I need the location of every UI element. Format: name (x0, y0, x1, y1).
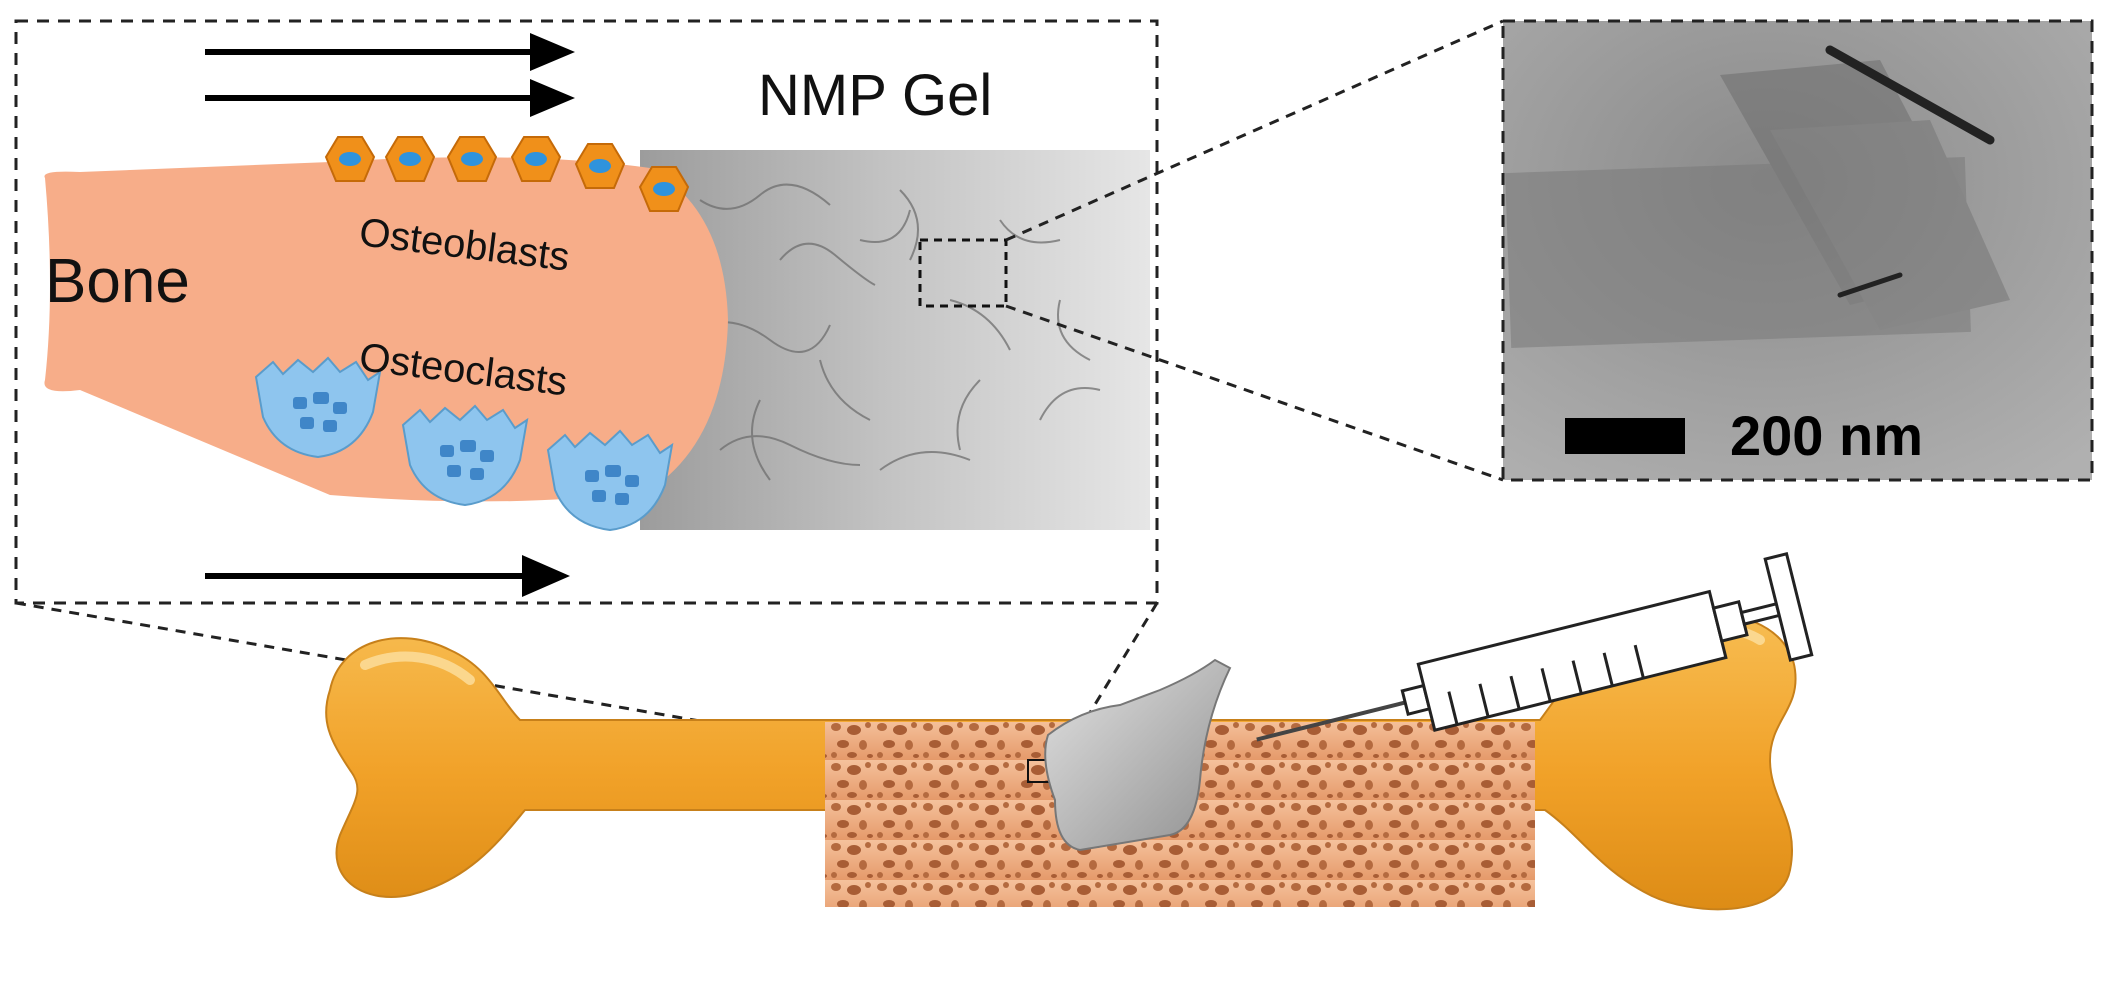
bone-label: Bone (45, 247, 190, 316)
osteoclast-cell (401, 404, 529, 507)
osteoblast-cell (510, 136, 562, 182)
osteoblast-cell (446, 136, 498, 182)
arrow-head-icon (530, 33, 575, 71)
arrow-head-icon (522, 555, 570, 597)
flow-arrows (205, 33, 575, 597)
osteoblasts (324, 136, 690, 212)
zoom-region-marker (918, 238, 1008, 308)
tem-frame (1501, 19, 2094, 482)
osteoblast-cell (324, 136, 376, 182)
osteoclasts (254, 356, 674, 532)
arrow-head-icon (530, 79, 575, 117)
scale-bar-label: 200 nm (1730, 404, 1923, 467)
osteoblast-cell (574, 143, 626, 189)
syringe-icon (1256, 552, 1814, 742)
injected-gel (1044, 658, 1232, 852)
osteoclast-cell (546, 429, 674, 532)
gel-label: NMP Gel (758, 63, 992, 128)
scale-bar (1565, 418, 1685, 454)
osteoclast-cell (254, 356, 382, 459)
osteoblast-cell (384, 136, 436, 182)
tem-micrograph: 200 nm (1501, 19, 2094, 482)
inset-frame (14, 19, 1159, 605)
bone-tissue (44, 157, 728, 502)
osteoblast-cell (638, 166, 690, 212)
